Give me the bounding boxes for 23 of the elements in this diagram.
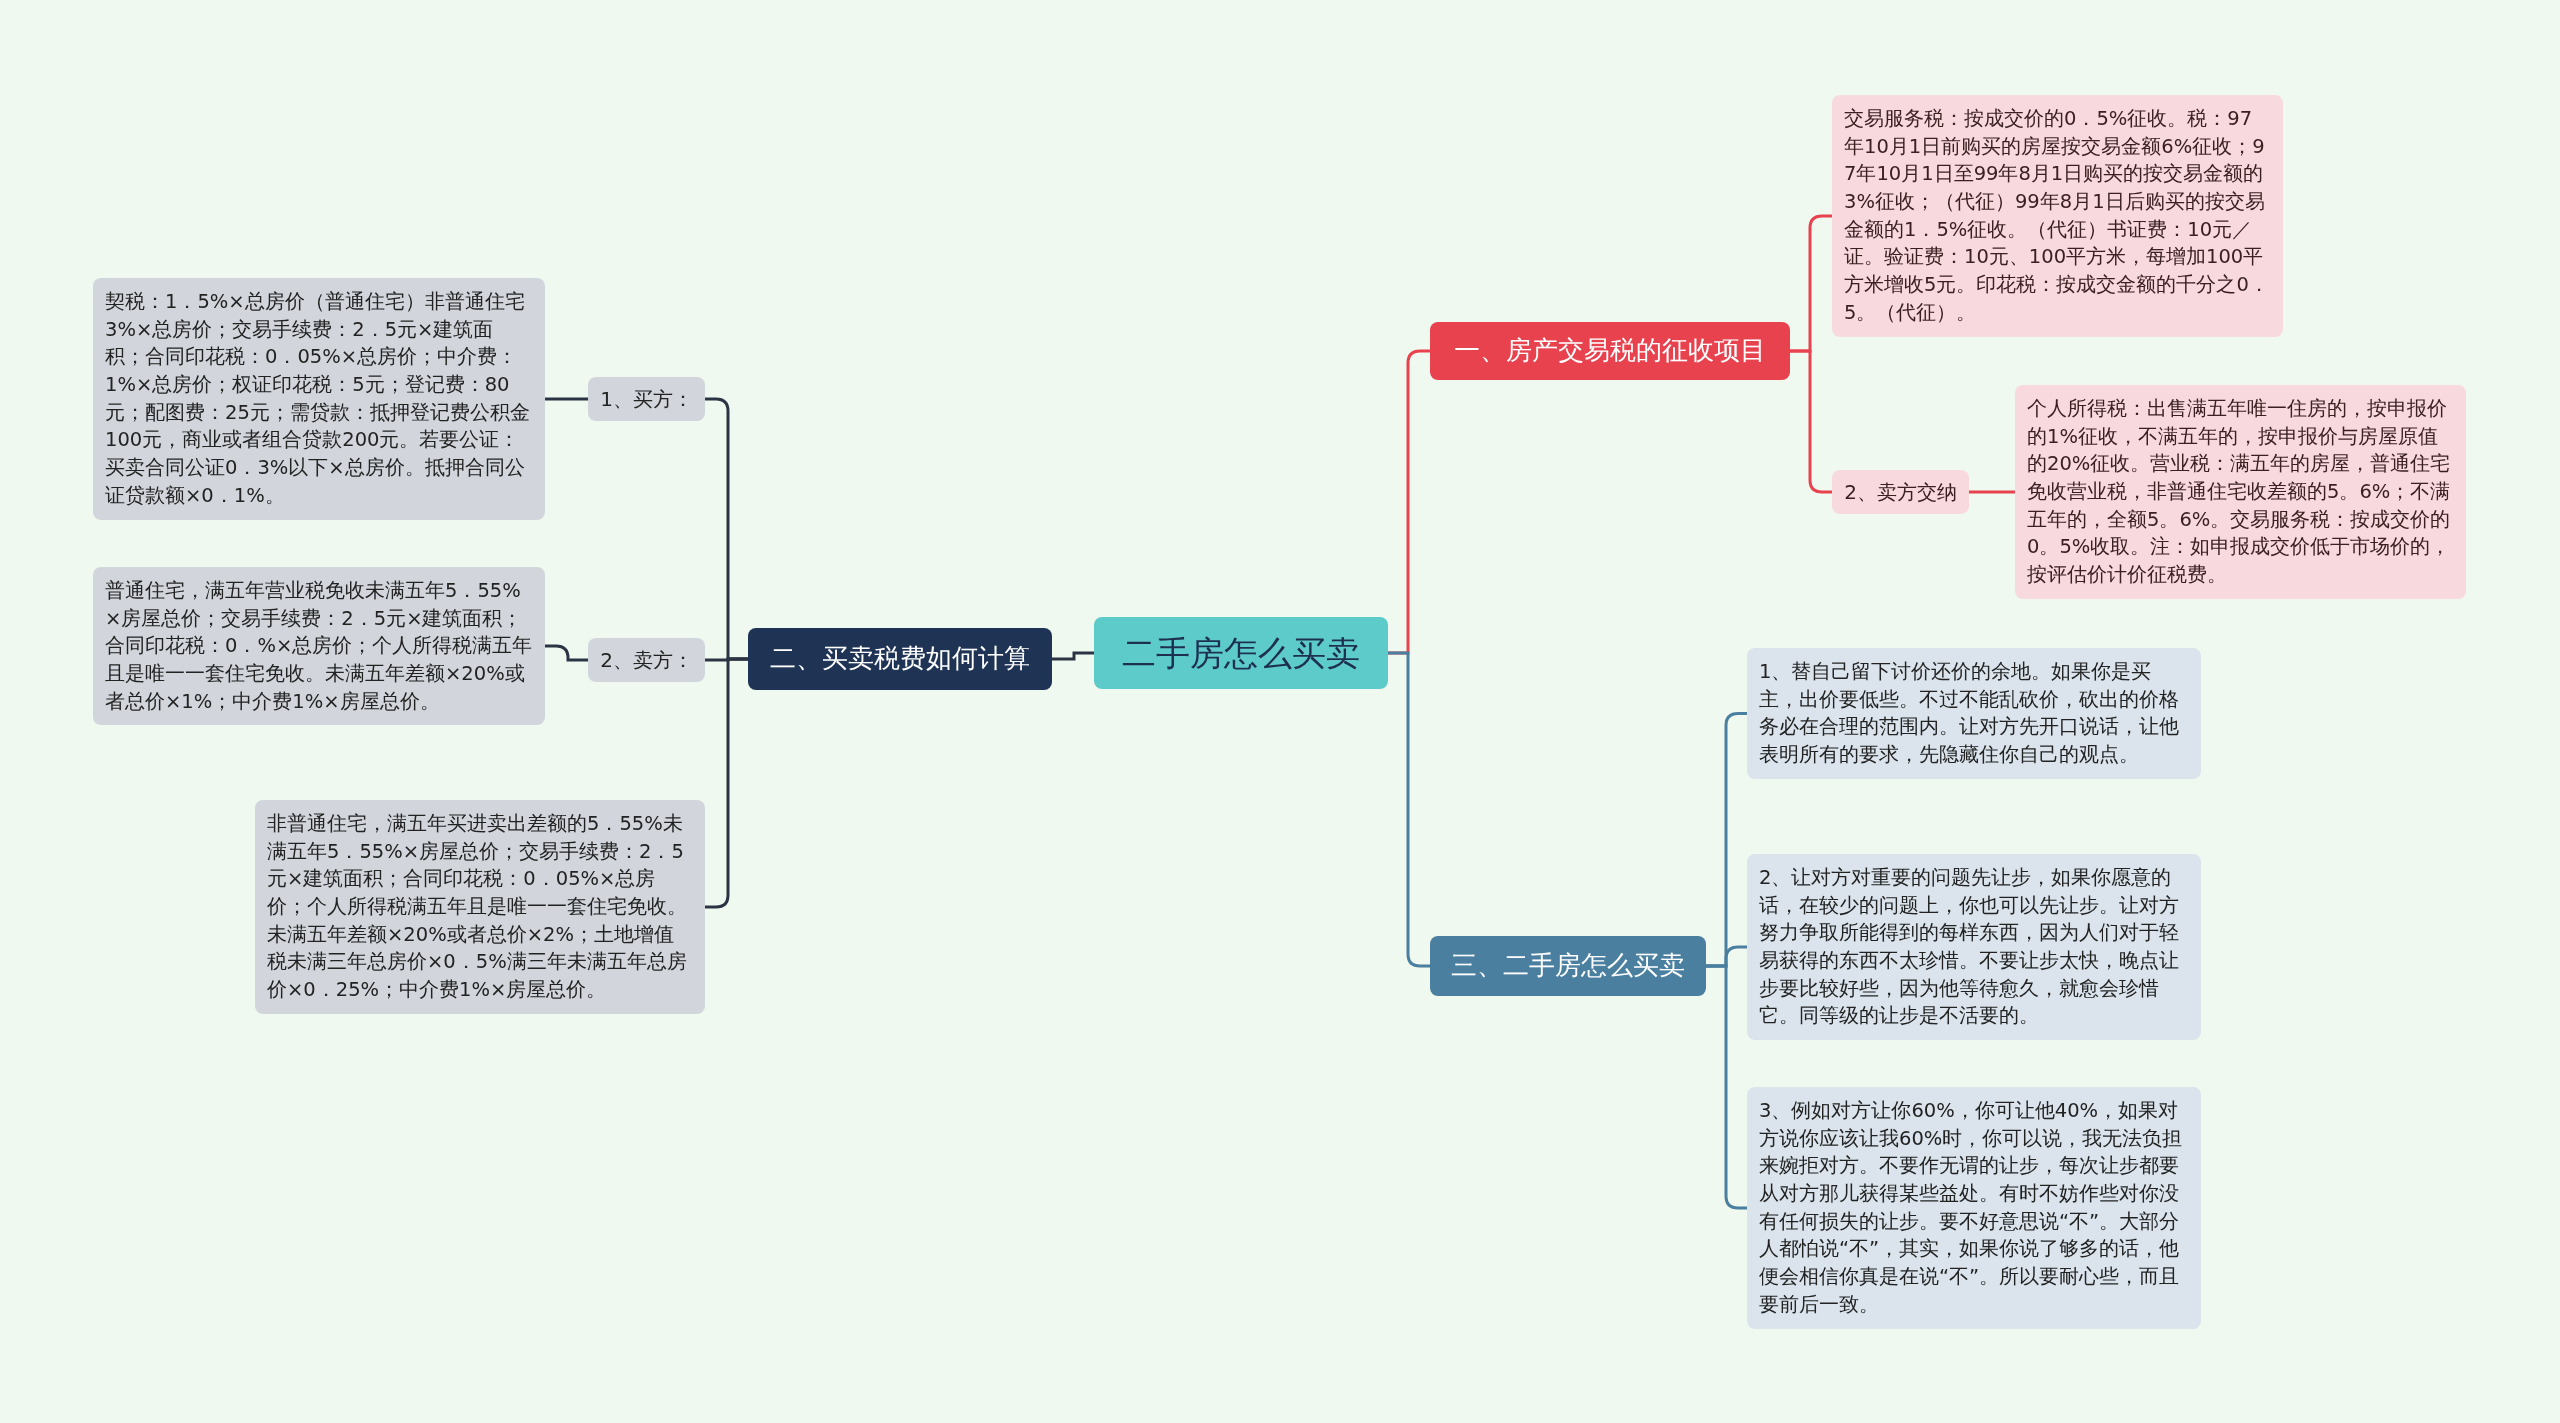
branch-topic: 二、买卖税费如何计算 xyxy=(748,628,1052,690)
note-box: 2、让对方对重要的问题先让步，如果你愿意的话，在较少的问题上，你也可以先让步。让对方努力争取所能得到的每样东西，因为人们对于轻易获得的东西不太珍惜。不要让步太快，晚点让步要比较好些，因为他等待愈久，就愈会珍惜它。同等级的让步是不活要的。 xyxy=(1747,854,2201,1041)
connector xyxy=(705,657,748,909)
connector xyxy=(1388,651,1430,968)
note-box: 个人所得税：出售满五年唯一住房的，按申报价的1%征收，不满五年的，按申报价与房屋原值的20%征收。营业税：满五年的房屋，普通住宅免收营业税，非普通住宅收差额的5。6%；不满五年的，全额5。6%。交易服务税：按成交价的0。5%收取。注：如申报成交价低于市场价的，按评估价计价征税费。 xyxy=(2015,385,2466,599)
note-box: 交易服务税：按成交价的0．5%征收。税：97年10月1日前购买的房屋按交易金额6%征收；97年10月1日至99年8月1日购买的按交易金额的3%征收；（代征）99年8月1日后购买的按交易金额的1．5%征收。（代征）书证费：10元／证。验证费：10元、100平方米，每增加100平方米增收5元。印花税：按成交金额的千分之0．5。（代征）。 xyxy=(1832,95,2283,337)
branch-topic: 三、二手房怎么买卖 xyxy=(1430,936,1706,996)
note-box: 3、例如对方让你60%，你可让他40%，如果对方说你应该让我60%时，你可以说，我无法负担来婉拒对方。不要作无谓的让步，每次让步都要从对方那儿获得某些益处。有时不妨作些对你没有任何损失的让步。要不好意思说“不”。大部分人都怕说“不”，其实，如果你说了够多的话，他便会相信你真是在说“不”。所以要耐心些，而且要前后一致。 xyxy=(1747,1087,2201,1329)
branch-topic: 一、房产交易税的征收项目 xyxy=(1430,322,1790,380)
connector xyxy=(545,397,588,401)
central-topic: 二手房怎么买卖 xyxy=(1094,617,1388,690)
connector xyxy=(1790,349,1832,494)
note-box: 非普通住宅，满五年买进卖出差额的5．55%未满五年5．55%×房屋总价；交易手续费：2．5元×建筑面积；合同印花税：0．05%×总房价；个人所得税满五年且是唯一一套住宅免收。未满五年差额×20%或者总价×2%；土地增值税未满三年总房价×0．5%满三年未满五年总房价×0．25%；中介费1%×房屋总价。 xyxy=(255,800,705,1014)
subtopic-label: 2、卖方交纳 xyxy=(1832,470,1969,514)
note-box: 普通住宅，满五年营业税免收未满五年5．55%×房屋总价；交易手续费：2．5元×建筑面积；合同印花税：0．%×总房价；个人所得税满五年且是唯一一套住宅免收。未满五年差额×20%或者总价×1%；中介费1%×房屋总价。 xyxy=(93,567,545,726)
connector xyxy=(545,644,588,662)
subtopic-label: 2、卖方： xyxy=(588,638,705,682)
connector xyxy=(1969,490,2015,494)
note-box: 1、替自己留下讨价还价的余地。如果你是买主，出价要低些。不过不能乱砍价，砍出的价格务必在合理的范围内。让对方先开口说话，让他表明所有的要求，先隐藏住你自己的观点。 xyxy=(1747,648,2201,779)
note-box: 契税：1．5%×总房价（普通住宅）非普通住宅3%×总房价；交易手续费：2．5元×建筑面积；合同印花税：0．05%×总房价；中介费：1%×总房价；权证印花税：5元；登记费：80元；配图费：25元；需贷款：抵押登记费公积金100元，商业或者组合贷款200元。若要公证：买卖合同公证0．3%以下×总房价。抵押合同公证贷款额×0．1%。 xyxy=(93,278,545,520)
connector xyxy=(1706,964,1747,1210)
connector xyxy=(1052,651,1094,661)
subtopic-label: 1、买方： xyxy=(588,377,705,421)
